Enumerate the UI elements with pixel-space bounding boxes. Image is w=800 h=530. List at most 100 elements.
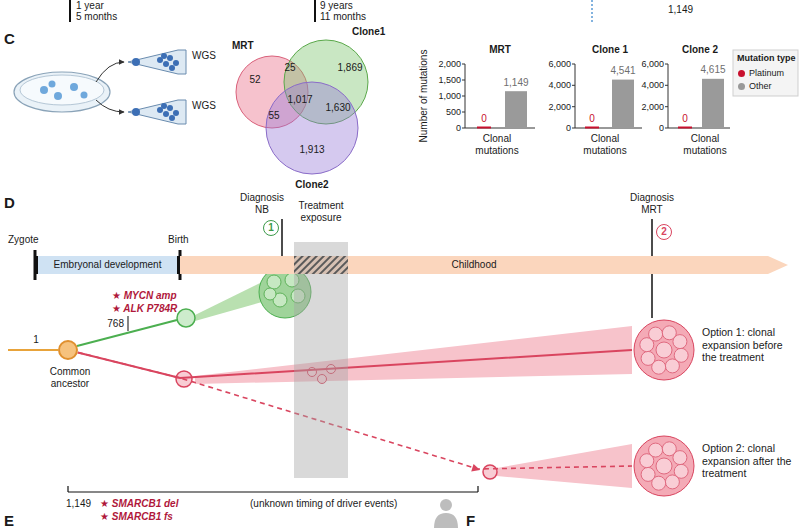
legend-entry: Other <box>738 81 772 92</box>
set-label: Clone1 <box>352 26 385 38</box>
timeline-arrow: Childhood <box>180 256 788 274</box>
pick-arrow <box>96 62 124 82</box>
treatment-band-shape <box>294 242 348 478</box>
tick-label: 0 <box>456 123 461 134</box>
bar <box>612 80 634 128</box>
axis-title: Number of mutations <box>418 50 430 143</box>
tick-label: 0 <box>566 123 571 134</box>
mutation-count: 1,149 <box>66 498 91 510</box>
venn-count: 1,630 <box>325 102 350 114</box>
panel-letter: F <box>466 512 475 530</box>
clone-expansion <box>195 282 262 321</box>
time-point: Zygote <box>8 234 39 246</box>
node-text: Treatment exposure <box>288 200 354 224</box>
time-label: 9 years <box>320 0 353 12</box>
pipette <box>128 100 186 124</box>
mutation-tick <box>127 316 128 331</box>
tumor: Option 2: clonal expansion after the tre… <box>632 434 696 498</box>
node-text: Common ancestor <box>35 366 105 390</box>
venn-count: 25 <box>284 62 295 74</box>
node-text: Option 2: clonal expansion after the tre… <box>702 442 798 480</box>
panel-letter: C <box>4 30 15 48</box>
tick-label: 2,000 <box>438 59 461 70</box>
bar <box>678 127 692 129</box>
lineage-line <box>8 349 58 351</box>
tick-label: 1,500 <box>438 75 461 86</box>
tick-label: 4,000 <box>641 80 664 91</box>
method-label: WGS <box>192 100 216 112</box>
driver-event: ★ ALK P784R <box>112 303 177 315</box>
ancestor-cell: Common ancestor <box>58 340 78 360</box>
venn-count: 55 <box>268 110 279 122</box>
node-text: 1 <box>268 222 274 234</box>
chart-title: Clone 1 <box>592 44 628 56</box>
time-label: 1 year <box>76 0 104 12</box>
legend-swatch <box>738 83 745 90</box>
tick-label: 2,000 <box>641 101 664 112</box>
method-label: WGS <box>192 50 216 62</box>
cell <box>483 465 497 479</box>
driver-event: ★ SMARCB1 del <box>100 498 178 510</box>
venn-count: 1,017 <box>287 94 312 106</box>
chart-title: Clone 2 <box>682 44 718 56</box>
node-text: Childhood <box>451 259 496 271</box>
tick-label: 1,000 <box>438 91 461 102</box>
panel-letter: E <box>4 512 14 530</box>
tick-label: 6,000 <box>641 59 664 70</box>
bar-axis <box>462 64 730 128</box>
venn-circle <box>266 82 358 174</box>
time-label: 5 months <box>76 11 117 23</box>
bar-value: 0 <box>589 113 595 125</box>
event-marker: 2 <box>656 224 672 240</box>
legend-entry: Platinum <box>738 68 784 79</box>
culture-dish <box>14 72 110 112</box>
node-text: Option 1: clonal expansion before the tr… <box>702 326 798 364</box>
set-label: MRT <box>232 40 254 52</box>
node-text: Embryonal development <box>54 259 162 271</box>
bar <box>477 127 491 129</box>
tumor-shape <box>632 434 696 498</box>
tick-label: 500 <box>446 107 461 118</box>
bracket <box>68 486 478 492</box>
divider <box>591 0 593 24</box>
time-point: Diagnosis NB <box>237 192 287 216</box>
person-silhouette <box>434 499 458 528</box>
tick-label: 2,000 <box>548 101 571 112</box>
time-point: Diagnosis MRT <box>627 192 677 216</box>
bar <box>702 79 724 128</box>
time-label: 11 months <box>320 11 366 23</box>
tick-label: 0 <box>659 123 664 134</box>
bar <box>505 91 527 128</box>
pick-arrow <box>96 100 124 112</box>
legend-swatch <box>738 70 745 77</box>
cell <box>177 309 195 327</box>
bar-value: 0 <box>682 113 688 125</box>
tumor: Option 1: clonal expansion before the tr… <box>632 318 696 382</box>
pipette <box>128 50 186 74</box>
venn-count: 1,869 <box>337 62 362 74</box>
time-point: Birth <box>168 234 189 246</box>
event-marker: 1 <box>263 220 279 236</box>
tick-label: 4,000 <box>548 80 571 91</box>
driver-event: ★ SMARCB1 fs <box>100 511 173 523</box>
panel-letter: D <box>4 194 15 212</box>
tick-label: 6,000 <box>548 59 571 70</box>
legend-text: Other <box>749 81 772 92</box>
bar-value: 1,149 <box>503 77 528 89</box>
lineage-line <box>77 320 177 346</box>
mutation-count: 768 <box>107 318 124 330</box>
axis-label: Clonal mutations <box>677 133 733 157</box>
bar <box>585 127 599 129</box>
chart-title: MRT <box>489 44 511 56</box>
time-tick <box>69 0 71 22</box>
set-label: Clone2 <box>295 179 328 191</box>
venn-count: 1,913 <box>299 144 324 156</box>
lineage-connector <box>78 352 632 469</box>
bar-value: 4,615 <box>700 64 725 76</box>
venn-count: 52 <box>249 74 260 86</box>
driver-event: ★ MYCN amp <box>112 290 177 302</box>
note: (unknown timing of driver events) <box>250 498 397 510</box>
legend-box <box>733 50 798 96</box>
treatment-band: Treatment exposure <box>294 242 348 478</box>
axis-label: Clonal mutations <box>469 133 525 157</box>
